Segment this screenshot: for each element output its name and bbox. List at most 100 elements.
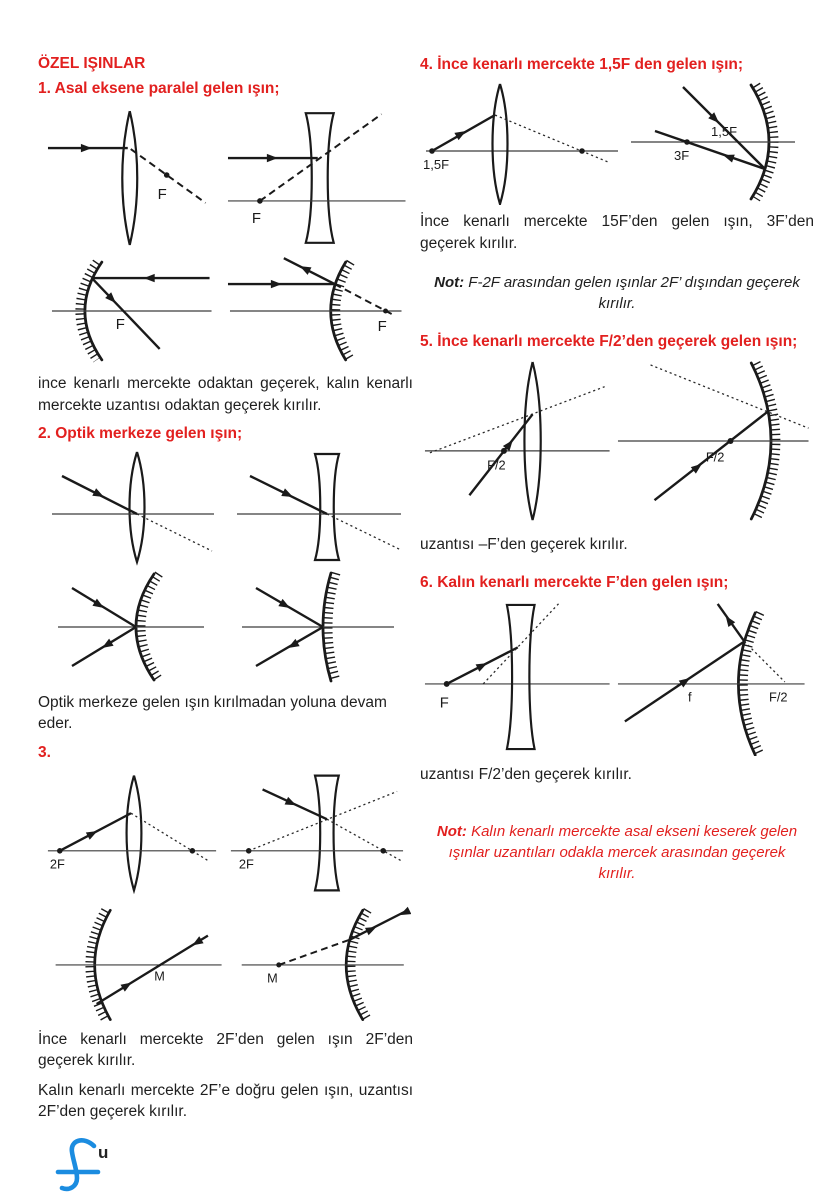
diverging-lens-shape: [313, 452, 341, 562]
ray-arrow: [85, 830, 98, 840]
label-2F: 2F: [50, 857, 65, 872]
label-1-5F: 1,5F: [711, 124, 737, 139]
converging-lens-shape: [491, 83, 509, 206]
note-label: Not:: [436, 822, 467, 840]
figure-diverging-lens-f-ray: F: [424, 601, 610, 750]
converging-lens-shape: [128, 451, 146, 566]
ray-arrow: [80, 144, 92, 153]
ray-arrow: [502, 440, 513, 452]
ray-arrow: [270, 280, 282, 289]
converging-lens-shape: [125, 775, 143, 895]
mirror-hatching: [136, 571, 163, 683]
f2-point: [727, 438, 734, 444]
label-F2: F/2: [705, 450, 724, 465]
ray-arrow: [365, 926, 377, 936]
ray-arrow: [678, 677, 690, 688]
section-6-caption: uzantısı F/2’den geçerek kırılır.: [420, 765, 632, 783]
left-column: ÖZEL IŞINLAR 1. Asal eksene paralel gele…: [38, 55, 413, 1194]
note-text: Kalın kenarlı mercekte asal ekseni keser…: [448, 822, 798, 882]
figure-concave-mirror-1-5f-ray: 3F 1,5F: [631, 82, 795, 202]
section-3-heading: 3.: [38, 743, 51, 761]
ray-arrow: [475, 662, 488, 672]
ray-arrow: [288, 638, 300, 649]
label-f: f: [688, 689, 692, 704]
figure-converging-lens-f2-ray: F/2: [424, 361, 610, 521]
figure-convex-mirror-parallel-ray: F: [227, 257, 402, 363]
page-title: ÖZEL IŞINLAR: [38, 55, 146, 72]
label-2F: 2F: [239, 857, 254, 872]
section-4-caption: İnce kenarlı mercekte 15F’den gelen ışın…: [420, 213, 814, 252]
focus-point: [382, 308, 388, 314]
diverging-lens-shape: [505, 603, 536, 750]
figure-converging-lens-center-ray: [52, 451, 215, 566]
label-F: F: [251, 210, 260, 227]
section-5-caption: uzantısı –F’den geçerek kırılır.: [420, 536, 628, 554]
figure-convex-mirror-f-ray: f F/2: [617, 602, 805, 756]
label-M: M: [267, 971, 278, 985]
figure-converging-lens-2f-ray: 2F: [47, 775, 217, 895]
ray-arrow: [120, 982, 132, 992]
ray-arrow: [725, 615, 735, 627]
section-1-mirror-figures: F F: [38, 255, 413, 367]
figure-converging-lens-parallel-ray: F: [47, 111, 207, 246]
converging-lens-shape: [523, 361, 542, 521]
section-1-caption: ince kenarlı mercekte odaktan geçerek, k…: [38, 375, 413, 414]
section-5-heading: 5. İnce kenarlı mercekte F/2’den geçerek…: [420, 332, 798, 350]
section-4-note: Not: F-2F arasından gelen ışınlar 2F’ dı…: [430, 272, 804, 314]
label-F2: F/2: [487, 458, 506, 473]
diverging-lens-shape: [303, 112, 335, 245]
section-2-mirror-figures: [38, 568, 413, 686]
label-3F: 3F: [674, 148, 689, 163]
figure-concave-mirror-center-ray: M: [55, 908, 222, 1022]
figure-converging-lens-1-5f-ray: 1,5F: [423, 83, 618, 206]
figure-convex-mirror-vertex-ray: [58, 571, 204, 683]
logo-letter: u: [98, 1143, 108, 1162]
ray-arrow: [92, 488, 105, 498]
figure-diverging-lens-2f-ray: 2F: [230, 774, 404, 892]
section-4-heading: 4. İnce kenarlı mercekte 1,5F den gelen …: [420, 56, 744, 73]
3f-point: [579, 148, 585, 154]
logo-f-stroke: [59, 1138, 97, 1192]
section-6-note: Not: Kalın kenarlı mercekte asal ekseni …: [430, 821, 804, 884]
publisher-logo: u: [55, 1138, 108, 1192]
diverging-lens-shape: [313, 774, 341, 892]
section-6-figures: F f F/2: [420, 598, 814, 756]
section-3-mirror-figures: M M: [38, 901, 413, 1023]
ray-arrow: [192, 936, 204, 946]
section-5-figures: F/2 F/2: [420, 356, 814, 524]
figure-concave-mirror-parallel-ray: F: [51, 259, 212, 363]
label-F2: F/2: [769, 689, 788, 704]
2f-prime-point: [380, 847, 387, 854]
note-label: Not:: [434, 273, 465, 291]
section-2-caption: Optik merkeze gelen ışın kırılmadan yolu…: [38, 694, 387, 733]
ray-arrow: [454, 131, 466, 141]
ray-arrow: [105, 292, 116, 304]
ray-arrow: [281, 488, 293, 498]
label-1-5F: 1,5F: [423, 157, 449, 172]
label-F: F: [440, 695, 449, 711]
ray-arrow: [708, 112, 719, 124]
ray-arrow: [143, 274, 155, 283]
ray-arrow: [266, 154, 278, 163]
ray-arrow: [299, 266, 311, 275]
section-6-heading: 6. Kalın kenarlı mercekte F’den gelen ış…: [420, 574, 729, 592]
ray-arrow: [102, 638, 114, 649]
ray-arrow: [723, 154, 735, 163]
figure-diverging-lens-center-ray: [236, 452, 402, 562]
f2-point: [500, 447, 507, 454]
ray-arrow: [400, 906, 411, 916]
right-column: 4. İnce kenarlı mercekte 1,5F den gelen …: [420, 55, 814, 902]
focus-point: [163, 172, 170, 178]
ray-arrow: [690, 463, 702, 474]
label-M: M: [154, 969, 165, 983]
label-F: F: [116, 316, 125, 333]
ray-arrow: [278, 598, 290, 609]
section-2-heading: 2. Optik merkeze gelen ışın;: [38, 424, 243, 442]
figure-mirror-vertex-ray: [242, 571, 394, 683]
section-2-lens-figures: [38, 448, 413, 566]
converging-lens-shape: [121, 111, 139, 246]
section-3-caption-1: İnce kenarlı mercekte 2F’den gelen ışın …: [38, 1030, 413, 1070]
ray-arrow: [284, 796, 297, 806]
focus-point: [256, 198, 263, 204]
label-F: F: [377, 318, 386, 335]
